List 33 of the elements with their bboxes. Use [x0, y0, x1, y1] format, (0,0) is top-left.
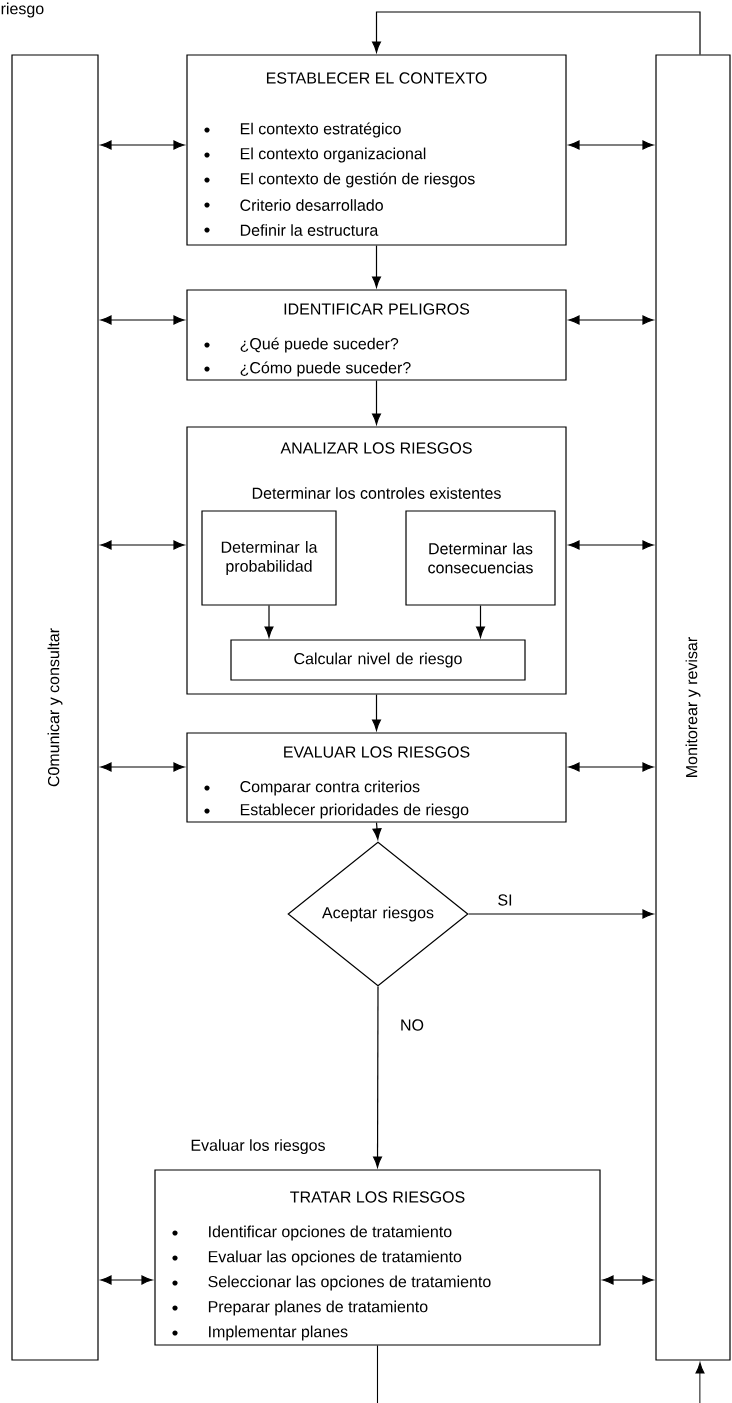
- arrow: [568, 315, 654, 325]
- arrow: [100, 315, 185, 325]
- arrow: [695, 1362, 705, 1403]
- arrow: [371, 245, 382, 288]
- arrow: [100, 1275, 153, 1285]
- arrow: [371, 11, 701, 55]
- arrow: [100, 762, 185, 772]
- arrow: [602, 1275, 654, 1285]
- arrow: [372, 822, 382, 840]
- process-box: TRATAR LOS RIESGOS Identificar opciones de tratamiento Evaluar las opciones de tratamiento Seleccionar las opciones de tratamiento Preparar planes de tratamiento Implementar planes: [154, 1169, 601, 1346]
- arrow: [371, 694, 382, 731]
- arrow: [468, 909, 654, 919]
- arrow: [371, 380, 382, 425]
- arrow: [568, 762, 654, 772]
- arrow: [568, 140, 654, 150]
- process-box: EVALUAR LOS RIESGOS Comparar contra criterios Establecer prioridades de riesgo: [186, 732, 567, 823]
- arrow: [264, 605, 274, 638]
- arrow: [475, 605, 486, 638]
- side-bar: Monitorear y revisar: [655, 54, 731, 1361]
- process-box: Determinar la probabilidad: [201, 510, 337, 606]
- process-box: IDENTIFICAR PELIGROS ¿Qué puede suceder? ¿Cómo puede suceder?: [186, 289, 567, 381]
- process-box: ESTABLECER EL CONTEXTO El contexto estratégico El contexto organizacional El contexto de gestión de riesgos Criterio desarrollado Definir la estructura: [186, 54, 567, 246]
- side-bar: C0municar y consultar: [11, 54, 99, 1361]
- arrow: [100, 140, 185, 150]
- note-text: riesgo: [1, 2, 44, 18]
- edge-label: NO: [399, 1018, 425, 1032]
- arrow: [568, 540, 654, 550]
- process-box: Calcular nivel de riesgo: [230, 639, 526, 681]
- side-note: Evaluar los riesgos: [191, 1139, 325, 1155]
- arrow: [100, 540, 185, 550]
- process-box: Determinar las consecuencias: [405, 510, 556, 606]
- edge-label: SI: [496, 893, 514, 907]
- arrow: [373, 986, 383, 1168]
